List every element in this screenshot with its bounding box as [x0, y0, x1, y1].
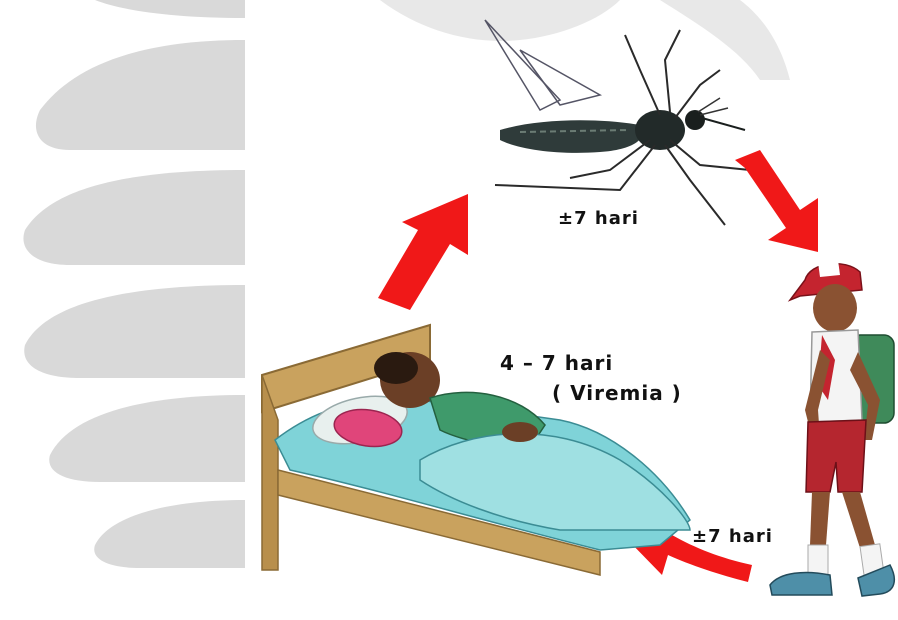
viremia-note: ( Viremia )	[500, 378, 682, 408]
arrow-mosquito-to-boy	[735, 150, 818, 252]
viremia-label: 4 – 7 hari ( Viremia )	[500, 348, 682, 408]
human-incubation-label: ±7 hari	[692, 526, 773, 547]
schoolboy-icon	[770, 260, 894, 596]
arrow-patient-to-mosquito	[378, 194, 468, 310]
mosquito-incubation-label: ±7 hari	[558, 208, 639, 229]
mosquito-icon	[485, 20, 750, 225]
viremia-days: 4 – 7 hari	[500, 351, 613, 375]
